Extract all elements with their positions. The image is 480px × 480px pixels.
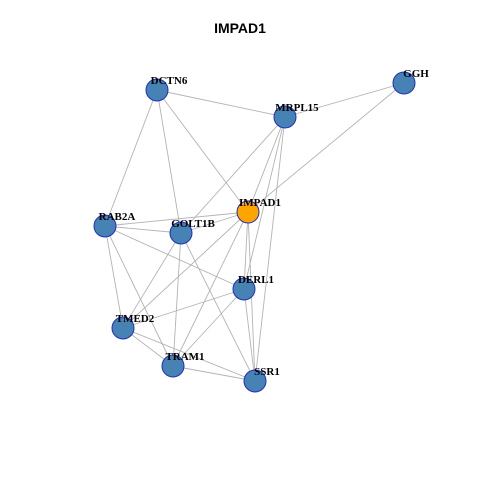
edge-dctn6-mrpl15 xyxy=(156,89,286,118)
node-label-golt1b: GOLT1B xyxy=(171,218,215,230)
edge-golt1b-tmed2 xyxy=(122,232,182,329)
node-label-derl1: DERL1 xyxy=(238,274,274,286)
node-label-impad1: IMPAD1 xyxy=(239,197,281,209)
node-label-tmed2: TMED2 xyxy=(116,313,155,325)
edge-impad1-tram1 xyxy=(172,211,249,367)
node-tram1[interactable] xyxy=(161,354,185,378)
node-label-rab2a: RAB2A xyxy=(99,211,136,223)
edge-tram1-ssr1 xyxy=(172,365,256,382)
node-impad1[interactable] xyxy=(236,200,260,224)
edge-mrpl15-derl1 xyxy=(243,116,286,290)
node-dctn6[interactable] xyxy=(145,78,169,102)
edge-impad1-golt1b xyxy=(180,211,249,234)
edge-derl1-ssr1 xyxy=(243,288,256,382)
edge-ggh-mrpl15 xyxy=(284,82,405,118)
edge-golt1b-ssr1 xyxy=(180,232,256,382)
edge-layer xyxy=(104,82,405,382)
edge-dctn6-rab2a xyxy=(104,89,158,227)
edge-derl1-tmed2 xyxy=(122,288,245,329)
edge-mrpl15-impad1 xyxy=(247,116,286,213)
edge-rab2a-golt1b xyxy=(104,225,182,234)
node-ssr1[interactable] xyxy=(243,369,267,393)
node-rab2a[interactable] xyxy=(93,214,117,238)
edge-dctn6-golt1b xyxy=(156,89,182,234)
edge-dctn6-impad1 xyxy=(156,89,249,213)
node-mrpl15[interactable] xyxy=(273,105,297,129)
edge-rab2a-tram1 xyxy=(104,225,174,367)
node-label-mrpl15: MRPL15 xyxy=(275,102,319,114)
edge-impad1-tmed2 xyxy=(122,211,249,329)
node-label-dctn6: DCTN6 xyxy=(151,75,188,87)
edge-mrpl15-ssr1 xyxy=(254,116,286,382)
node-derl1[interactable] xyxy=(232,277,256,301)
node-layer xyxy=(93,71,416,393)
edge-impad1-rab2a xyxy=(104,211,249,227)
node-ggh[interactable] xyxy=(392,71,416,95)
node-label-ssr1: SSR1 xyxy=(254,366,280,378)
edge-impad1-derl1 xyxy=(243,211,249,290)
edge-tmed2-ssr1 xyxy=(122,327,256,382)
edge-rab2a-derl1 xyxy=(104,225,245,290)
edge-mrpl15-golt1b xyxy=(180,116,286,234)
edge-golt1b-tram1 xyxy=(172,232,182,367)
node-tmed2[interactable] xyxy=(111,316,135,340)
edge-ggh-impad1 xyxy=(247,82,405,213)
node-label-tram1: TRAM1 xyxy=(165,351,204,363)
edge-rab2a-tmed2 xyxy=(104,225,124,329)
graph-title: IMPAD1 xyxy=(214,20,266,36)
node-label-ggh: GGH xyxy=(403,68,429,80)
node-golt1b[interactable] xyxy=(169,221,193,245)
